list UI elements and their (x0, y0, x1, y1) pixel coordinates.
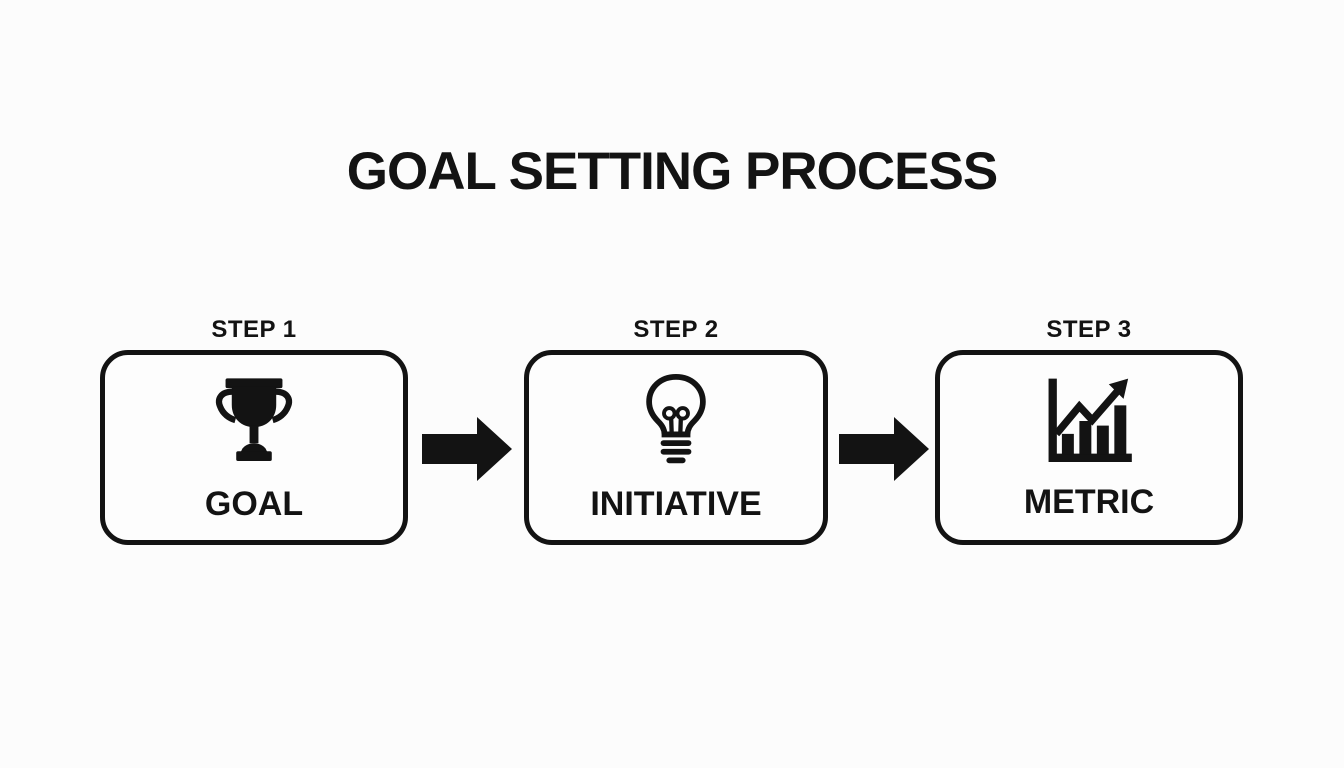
step-1-name: GOAL (204, 484, 304, 523)
step-1-group: STEP 1 GOAL (100, 318, 408, 545)
step-2-name: INITIATIVE (590, 484, 762, 523)
step-2-label: STEP 2 (633, 316, 719, 343)
right-arrow-icon (839, 417, 929, 481)
trophy-icon (208, 373, 300, 469)
lightbulb-icon (638, 373, 714, 469)
step-2-group: STEP 2 INITIATIVE (524, 318, 828, 545)
step-3-box: METRIC (935, 350, 1243, 545)
right-arrow-icon (422, 417, 512, 481)
step-3-group: STEP 3 METRIC (935, 318, 1243, 545)
step-3-label: STEP 3 (1046, 316, 1132, 343)
page-title: GOAL SETTING PROCESS (346, 142, 998, 201)
bar-chart-icon (1042, 375, 1137, 467)
step-2-box: INITIATIVE (524, 350, 828, 545)
step-3-name: METRIC (1023, 482, 1155, 521)
step-1-label: STEP 1 (211, 316, 297, 343)
step-1-box: GOAL (100, 350, 408, 545)
